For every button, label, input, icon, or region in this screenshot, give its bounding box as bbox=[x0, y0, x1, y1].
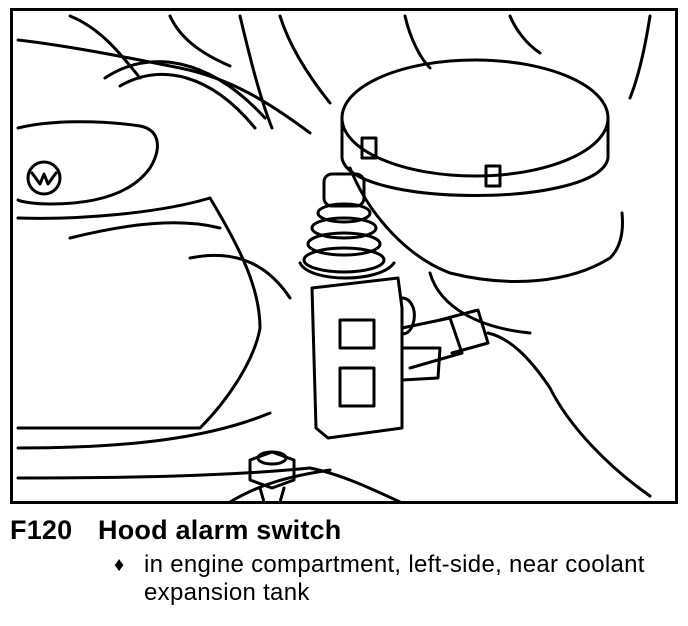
caption-heading: F120 Hood alarm switch bbox=[10, 514, 680, 546]
location-bullet: ♦ in engine compartment, left-side, near… bbox=[114, 551, 680, 607]
illustration-frame bbox=[10, 8, 678, 504]
engine-compartment-illustration bbox=[10, 8, 678, 504]
component-code: F120 bbox=[10, 515, 73, 545]
location-text: in engine compartment, left-side, near c… bbox=[144, 551, 645, 606]
component-title: Hood alarm switch bbox=[98, 515, 342, 545]
figure-caption: F120 Hood alarm switch ♦ in engine compa… bbox=[10, 514, 680, 607]
bullet-diamond-icon: ♦ bbox=[114, 554, 125, 576]
